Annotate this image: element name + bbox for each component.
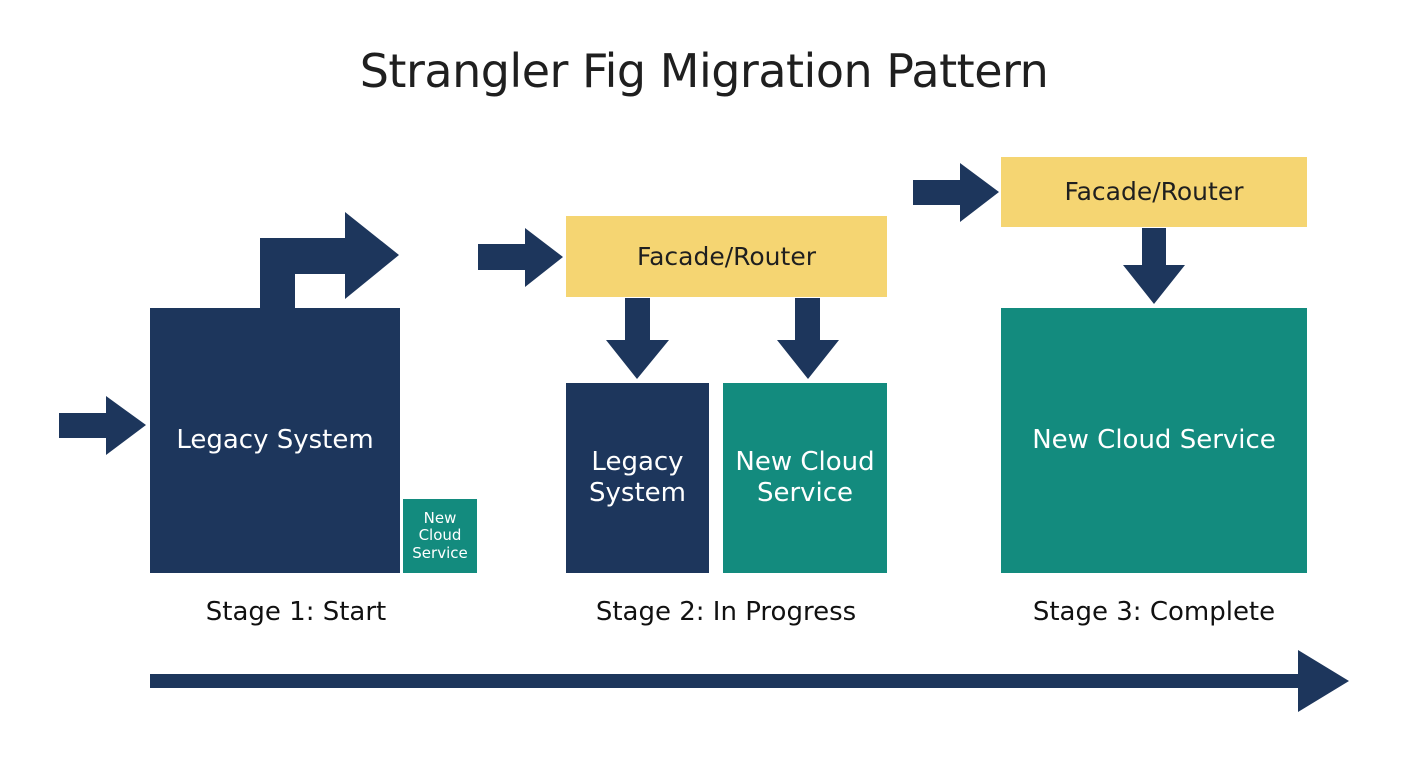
stage1-new-cloud-service: New Cloud Service bbox=[403, 499, 477, 573]
stage1-entry-arrow bbox=[59, 396, 146, 455]
stage2-legacy-system: Legacy System bbox=[566, 383, 709, 573]
stage2-down-arrow-legacy bbox=[606, 298, 669, 379]
stage1-legacy-system: Legacy System bbox=[150, 308, 400, 573]
diagram-title: Strangler Fig Migration Pattern bbox=[359, 44, 1049, 98]
stage2-new-cloud-service: New Cloud Service bbox=[723, 383, 887, 573]
stage3-entry-arrow bbox=[913, 163, 999, 222]
stage2-legacy-label: Legacy System bbox=[589, 446, 686, 508]
stage2-down-arrow-cloud bbox=[777, 298, 839, 379]
stage2-label: Stage 2: In Progress bbox=[595, 597, 857, 627]
stage1-legacy-label: Legacy System bbox=[176, 424, 374, 455]
stage2-facade-router: Facade/Router bbox=[566, 216, 887, 297]
stage2-entry-arrow bbox=[478, 228, 563, 287]
stage3-down-arrow bbox=[1123, 228, 1185, 304]
stage3-facade-router: Facade/Router bbox=[1001, 157, 1307, 227]
stage1-label: Stage 1: Start bbox=[205, 597, 387, 627]
stage3-cloud-label: New Cloud Service bbox=[1032, 424, 1276, 455]
stage2-facade-label: Facade/Router bbox=[637, 241, 816, 271]
stage3-facade-label: Facade/Router bbox=[1064, 177, 1244, 206]
stage1-bypass-arrow bbox=[260, 212, 399, 308]
timeline-arrow bbox=[150, 650, 1349, 712]
stage2-cloud-label: New Cloud Service bbox=[735, 446, 875, 508]
stage3-new-cloud-service: New Cloud Service bbox=[1001, 308, 1307, 573]
stage1-cloud-label: New Cloud Service bbox=[412, 509, 468, 562]
stage3-label: Stage 3: Complete bbox=[1032, 597, 1276, 627]
